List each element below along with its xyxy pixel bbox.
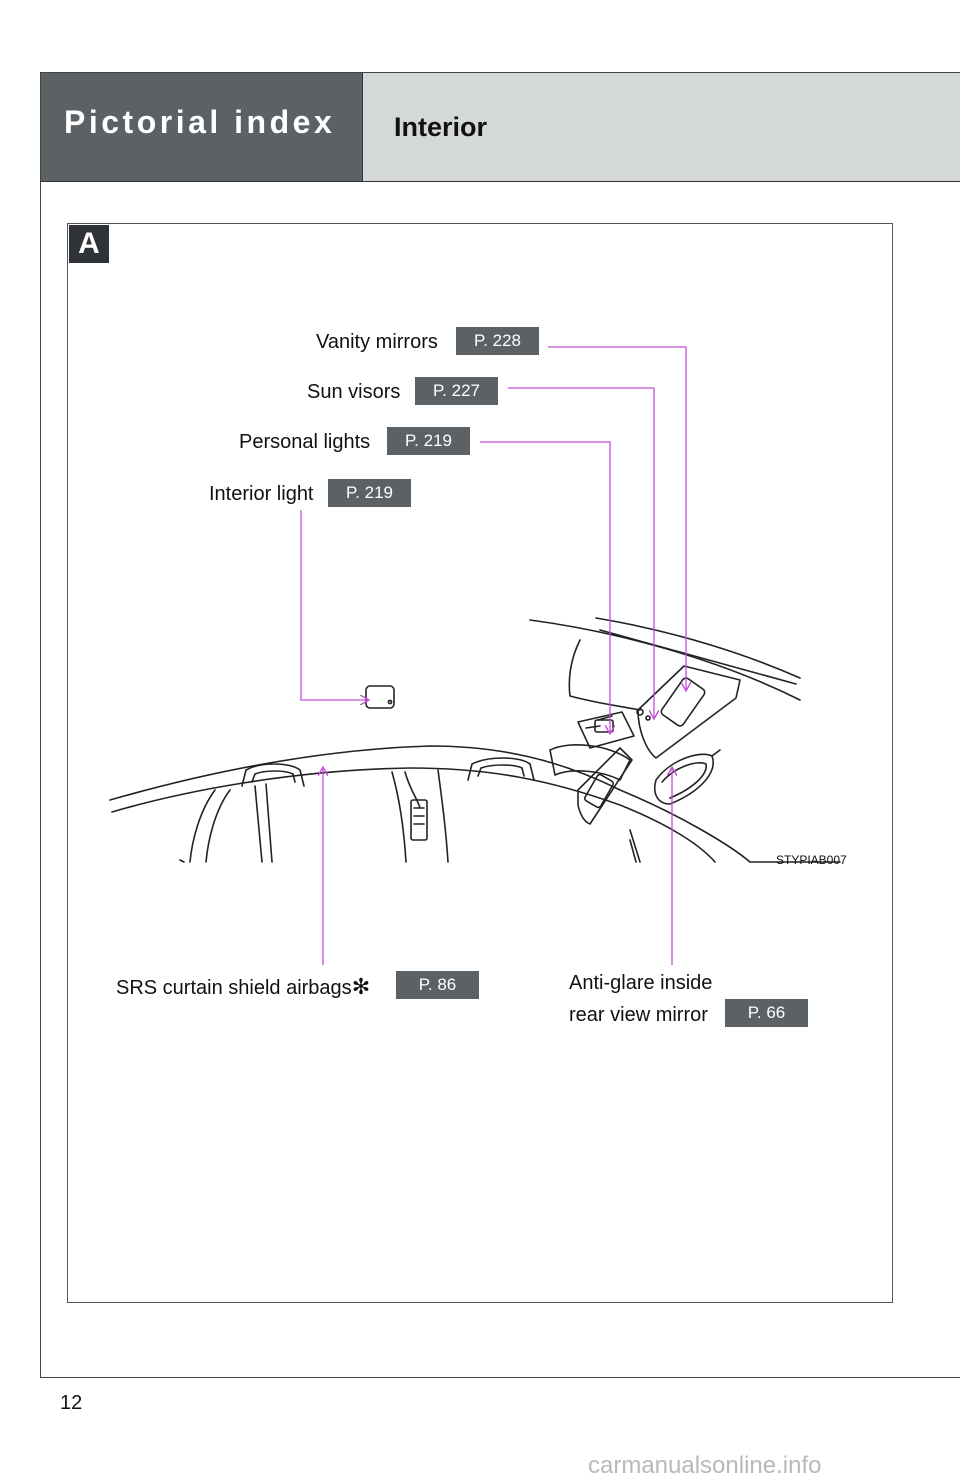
mirror-label-line1: Anti-glare inside — [569, 972, 713, 994]
srs-airbags-text: SRS curtain shield airbags — [116, 977, 352, 999]
car-interior-illustration — [109, 617, 841, 863]
illustration-panel — [67, 223, 893, 1303]
mirror-label-line2: rear view mirror — [569, 1004, 708, 1026]
subsection-title: Interior — [394, 112, 488, 142]
panel-badge: A — [69, 225, 109, 263]
sun-visors-label: Sun visors — [307, 381, 401, 403]
footnote-marker: ✻ — [351, 974, 371, 999]
mirror-page-link[interactable]: P. 66 — [725, 999, 808, 1027]
figure-code: STYPIAB007 — [776, 853, 847, 867]
subsection-header — [362, 73, 960, 181]
sun-visors-page-link[interactable]: P. 227 — [415, 377, 498, 405]
personal-lights-label: Personal lights — [239, 431, 371, 453]
srs-airbags-label: SRS curtain shield airbags✻ — [116, 975, 370, 1000]
page-number: 12 — [60, 1392, 83, 1414]
page-frame — [40, 72, 960, 1378]
interior-light-page-link[interactable]: P. 219 — [328, 479, 411, 507]
watermark: carmanualsonline.info — [588, 1452, 822, 1479]
section-header — [41, 73, 362, 181]
interior-light-label: Interior light — [209, 483, 314, 505]
srs-airbags-page-link[interactable]: P. 86 — [396, 971, 479, 999]
vanity-mirrors-page-link[interactable]: P. 228 — [456, 327, 539, 355]
header-divider — [41, 181, 960, 182]
personal-lights-page-link[interactable]: P. 219 — [387, 427, 470, 455]
section-title: Pictorial index — [64, 104, 336, 140]
vanity-mirrors-label: Vanity mirrors — [316, 331, 438, 353]
